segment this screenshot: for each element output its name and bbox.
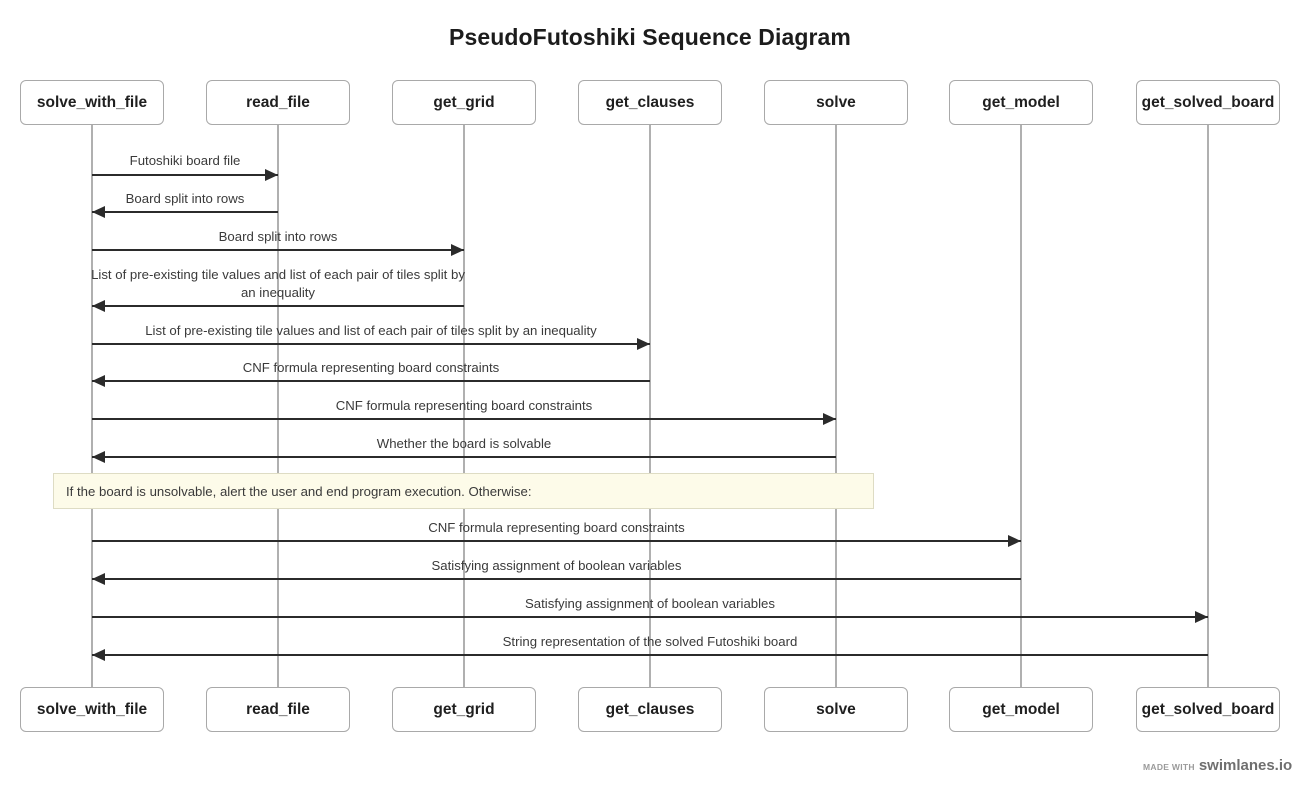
participant-label: get_solved_board xyxy=(1141,93,1275,111)
participant-bottom-solve_with_file[interactable]: solve_with_file xyxy=(20,687,164,732)
message-arrow-6 xyxy=(92,380,650,383)
watermark-brand-label: swimlanes.io xyxy=(1198,757,1293,774)
participant-label: solve xyxy=(816,93,856,111)
participant-top-get_solved_board[interactable]: get_solved_board xyxy=(1136,80,1280,125)
arrowhead-right-9 xyxy=(1008,534,1021,547)
lifeline-get_grid xyxy=(463,125,465,687)
participant-top-read_file[interactable]: read_file xyxy=(206,80,350,125)
note-text: If the board is unsolvable, alert the us… xyxy=(66,483,532,499)
message-label-3: Board split into rows xyxy=(218,229,338,244)
lifeline-get_model xyxy=(1020,125,1022,687)
participant-bottom-solve[interactable]: solve xyxy=(764,687,908,732)
participant-bottom-get_solved_board[interactable]: get_solved_board xyxy=(1136,687,1280,732)
lifeline-read_file xyxy=(277,125,279,687)
participant-label: solve xyxy=(816,700,856,718)
message-arrow-9 xyxy=(92,540,1021,543)
arrowhead-right-7 xyxy=(823,412,836,425)
message-label-4: List of pre-existing tile values and lis… xyxy=(91,267,465,300)
participant-label: solve_with_file xyxy=(36,93,148,111)
participant-label: get_grid xyxy=(433,93,495,111)
participant-bottom-get_clauses[interactable]: get_clauses xyxy=(578,687,722,732)
participant-top-get_clauses[interactable]: get_clauses xyxy=(578,80,722,125)
participant-top-solve[interactable]: solve xyxy=(764,80,908,125)
participant-label: get_model xyxy=(982,700,1060,718)
lifeline-solve_with_file xyxy=(91,125,93,687)
participant-label: read_file xyxy=(246,93,310,111)
arrowhead-left-4 xyxy=(92,299,105,312)
message-label-5: List of pre-existing tile values and lis… xyxy=(145,323,597,338)
participant-label: get_clauses xyxy=(605,93,695,111)
message-arrow-3 xyxy=(92,249,464,252)
message-label-9: CNF formula representing board constrain… xyxy=(428,520,685,535)
page-title: PseudoFutoshiki Sequence Diagram xyxy=(449,24,851,50)
message-arrow-1 xyxy=(92,174,278,177)
message-label-8: Whether the board is solvable xyxy=(376,436,552,451)
message-label-7: CNF formula representing board constrain… xyxy=(335,398,593,413)
participant-bottom-get_model[interactable]: get_model xyxy=(949,687,1093,732)
message-label-10: Satisfying assignment of boolean variabl… xyxy=(431,558,682,573)
participant-top-solve_with_file[interactable]: solve_with_file xyxy=(20,80,164,125)
message-label-11: Satisfying assignment of boolean variabl… xyxy=(525,596,775,611)
participant-bottom-get_grid[interactable]: get_grid xyxy=(392,687,536,732)
participant-bottom-read_file[interactable]: read_file xyxy=(206,687,350,732)
participant-label: get_grid xyxy=(433,700,495,718)
message-arrow-5 xyxy=(92,343,650,346)
lifeline-get_clauses xyxy=(649,125,651,687)
message-label-12: String representation of the solved Futo… xyxy=(502,634,798,649)
watermark-prefix-label: MADE WITH xyxy=(1143,762,1195,772)
arrowhead-right-1 xyxy=(265,168,278,181)
message-arrow-10 xyxy=(92,578,1021,581)
participant-label: get_solved_board xyxy=(1141,700,1275,718)
arrowhead-left-2 xyxy=(92,205,105,218)
arrowhead-right-3 xyxy=(451,243,464,256)
arrowhead-left-6 xyxy=(92,374,105,387)
message-arrow-12 xyxy=(92,654,1208,657)
arrowhead-left-12 xyxy=(92,648,105,661)
message-label-2: Board split into rows xyxy=(125,191,245,206)
message-arrow-2 xyxy=(92,211,278,214)
message-arrow-7 xyxy=(92,418,836,421)
arrowhead-right-5 xyxy=(637,337,650,350)
message-label-6: CNF formula representing board constrain… xyxy=(242,360,500,375)
participant-label: solve_with_file xyxy=(36,700,148,718)
message-arrow-8 xyxy=(92,456,836,459)
lifeline-solve xyxy=(835,125,837,687)
participant-label: get_clauses xyxy=(605,700,695,718)
participant-label: get_model xyxy=(982,93,1060,111)
lifeline-get_solved_board xyxy=(1207,125,1209,687)
arrowhead-right-11 xyxy=(1195,610,1208,623)
note-box: If the board is unsolvable, alert the us… xyxy=(53,473,874,509)
message-arrow-4 xyxy=(92,305,464,308)
watermark: MADE WITH swimlanes.io xyxy=(1143,757,1292,774)
message-arrow-11 xyxy=(92,616,1208,619)
arrowhead-left-8 xyxy=(92,450,105,463)
participant-top-get_model[interactable]: get_model xyxy=(949,80,1093,125)
message-label-1: Futoshiki board file xyxy=(129,153,241,168)
participant-label: read_file xyxy=(246,700,310,718)
participant-top-get_grid[interactable]: get_grid xyxy=(392,80,536,125)
arrowhead-left-10 xyxy=(92,572,105,585)
